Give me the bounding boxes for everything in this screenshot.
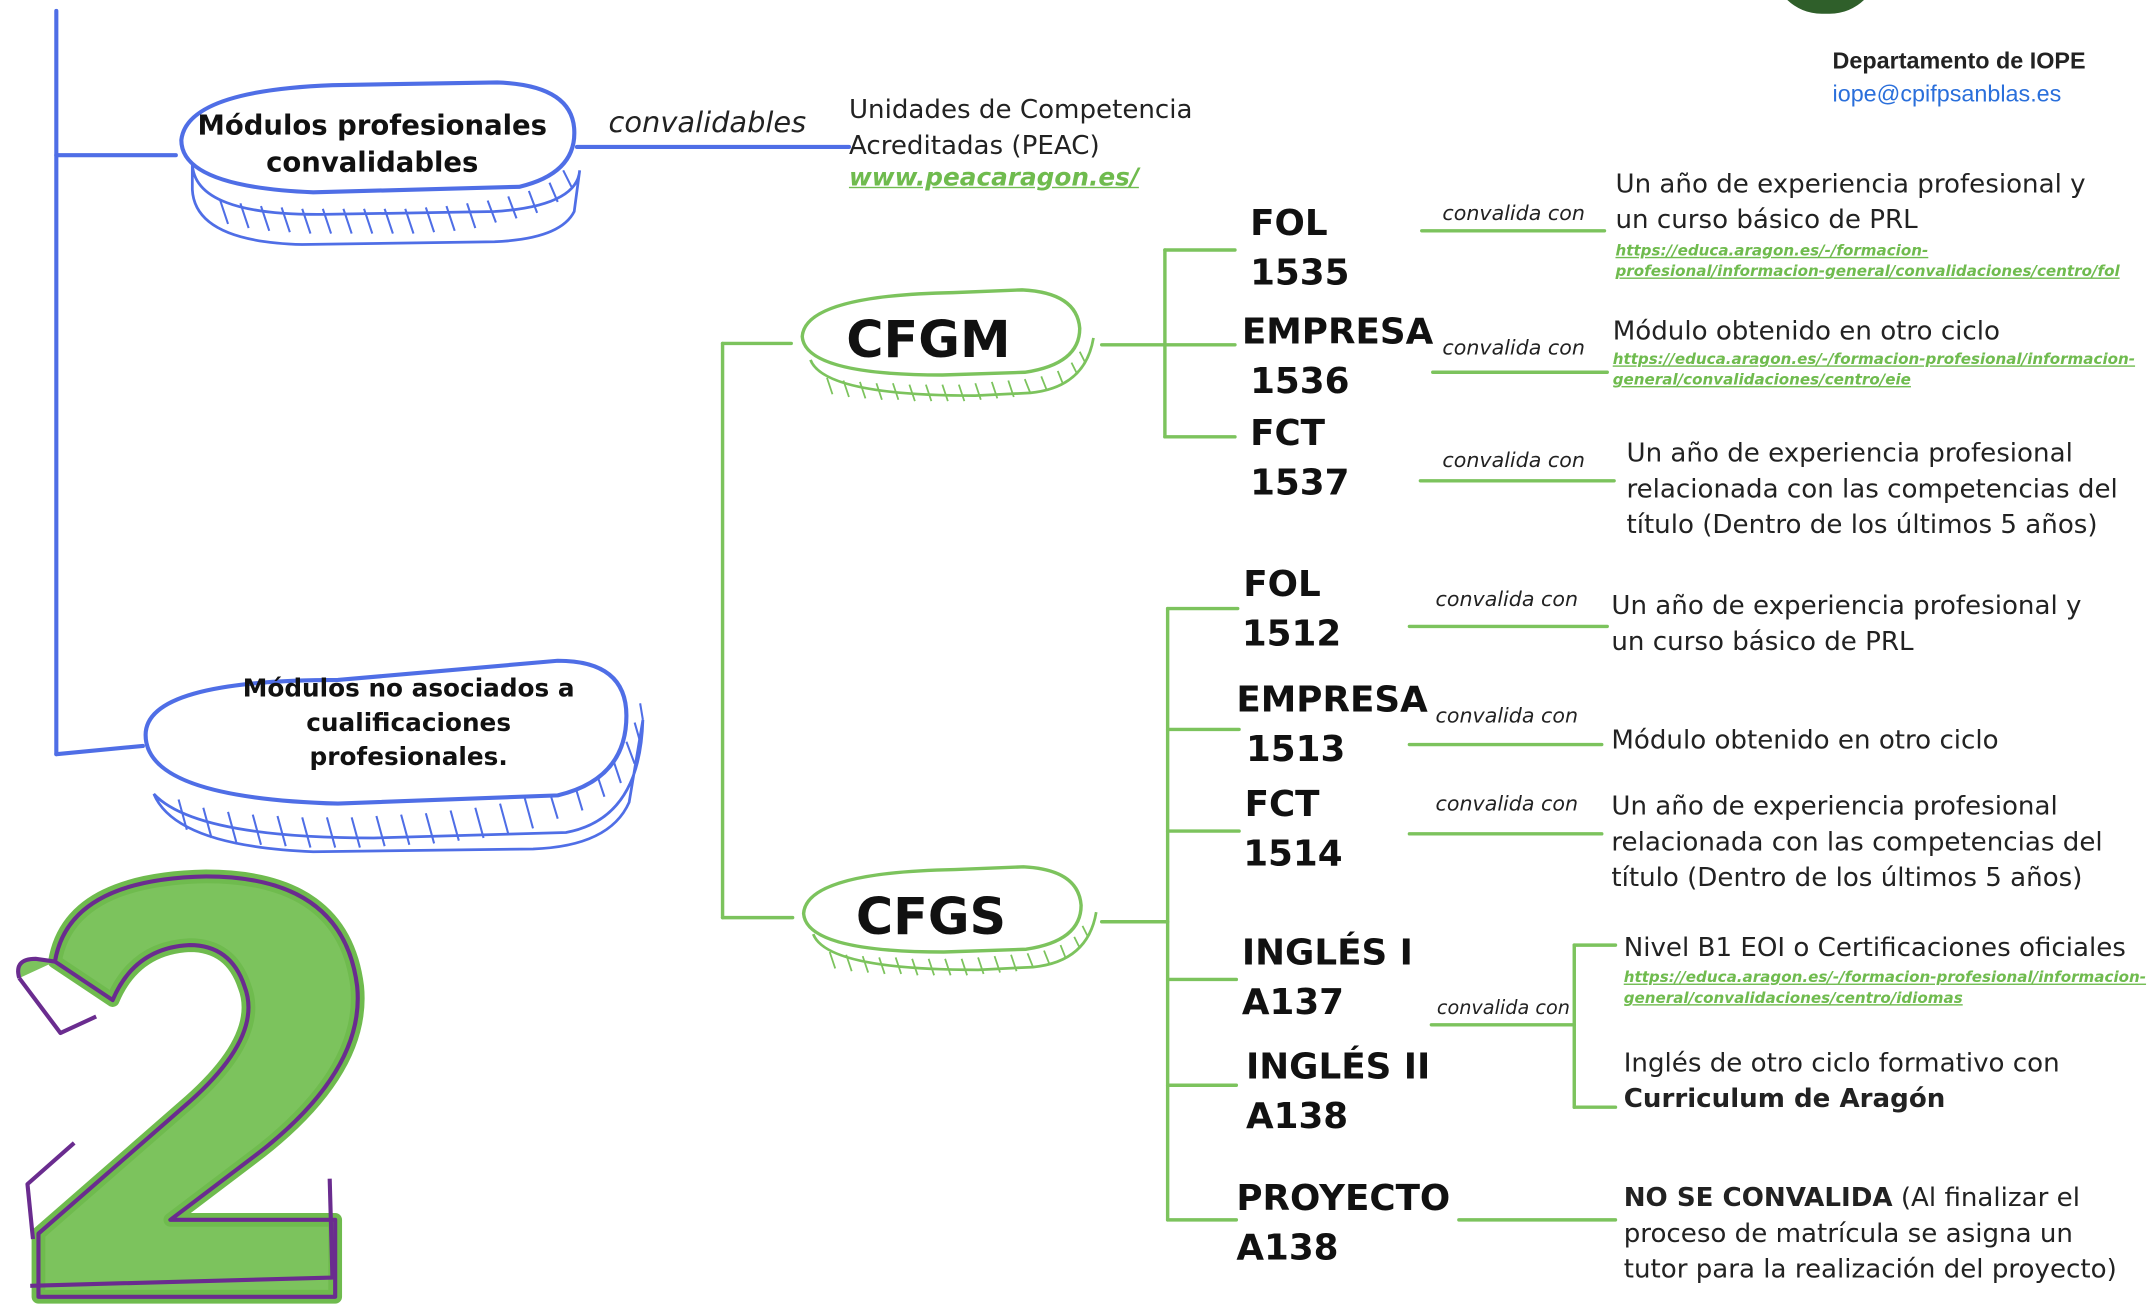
cfgm-fct-name: FCT [1250, 413, 1326, 455]
pill-convalidables: Módulos profesionales convalidables [185, 107, 559, 181]
cfgm-empresa-url-1[interactable]: https://educa.aragon.es/-/formacion-prof… [1612, 350, 2136, 369]
cfgs-empresa-label: convalida con [1435, 703, 1579, 729]
cfgs-fol-label: convalida con [1435, 586, 1579, 612]
cfgm-empresa-label: convalida con [1442, 335, 1585, 360]
cfgs-proyecto-desc-3: tutor para la realización del proyecto) [1623, 1254, 2117, 1285]
cfgm-fct-code: 1537 [1250, 462, 1350, 505]
peac-line-2: Acreditadas (PEAC) [848, 130, 1100, 161]
cfgm-empresa-name: EMPRESA [1241, 311, 1434, 354]
cfgs-ingles-option-2-line-1: Inglés de otro ciclo formativo con [1623, 1048, 2060, 1079]
pill-no-asociados-shape [143, 658, 645, 854]
pill-no-asociados-line-2: cualificaciones [306, 708, 512, 738]
cfgm-fol-url-2[interactable]: profesional/informacion-general/convalid… [1615, 262, 2120, 281]
peac-link[interactable]: www.peacaragon.es/ [848, 163, 1139, 193]
cfgm-fct-desc-2: relacionada con las competencias del [1626, 473, 2118, 505]
cfgm-fol-desc-2: un curso básico de PRL [1615, 204, 1918, 235]
cfgs-fol-desc-1: Un año de experiencia profesional y [1611, 590, 2082, 621]
cfgm-fol-label: convalida con [1442, 200, 1585, 226]
pill-convalidables-shape [179, 80, 582, 246]
pill-convalidables-label: Módulos profesionales convalidables [197, 108, 548, 179]
cfgs-empresa-desc: Módulo obtenido en otro ciclo [1611, 725, 1999, 756]
pill-cfgs-shape [801, 865, 1098, 976]
big-two-shape [16, 869, 365, 1304]
department-name: Departamento de IOPE [1832, 48, 2086, 75]
cfgs-fct-name: FCT [1244, 784, 1320, 826]
cfgs-fol-code: 1512 [1241, 614, 1342, 656]
cfgm-empresa-code: 1536 [1250, 361, 1350, 403]
cfgs-ingles-url-1[interactable]: https://educa.aragon.es/-/formacion-prof… [1623, 968, 2147, 987]
cfgs-fol-desc-2: un curso básico de PRL [1611, 626, 1914, 657]
cfgs-fol-name: FOL [1243, 564, 1321, 606]
cfgm-fct-desc-3: título (Dentro de los últimos 5 años) [1626, 509, 2098, 540]
proyecto-desc-rest: (Al finalizar el [1892, 1182, 2080, 1213]
cfgs-ingles-option-1: Nivel B1 EOI o Certificaciones oficiales [1623, 932, 2126, 963]
cfgm-fol-name: FOL [1250, 203, 1328, 245]
peac-line-1: Unidades de Competencia [848, 94, 1193, 126]
no-se-convalida-text: NO SE CONVALIDA [1623, 1182, 1893, 1213]
cfgm-empresa-desc: Módulo obtenido en otro ciclo [1612, 315, 2000, 347]
cfgm-fct-desc-1: Un año de experiencia profesional [1626, 438, 2073, 469]
pill-no-asociados: Módulos no asociados a cualificaciones p… [227, 672, 591, 775]
cfgs-empresa-name: EMPRESA [1236, 679, 1428, 722]
cfgs-empresa-code: 1513 [1245, 729, 1346, 771]
cfgs-ingles2-code: A138 [1245, 1096, 1349, 1138]
cfgs-ingles-label: convalida con [1436, 997, 1570, 1020]
cfgs-proyecto-desc-2: proceso de matrícula se asigna un [1623, 1218, 2073, 1249]
pill-no-asociados-line-3: profesionales. [309, 743, 508, 773]
cfgm-fol-desc-1: Un año de experiencia profesional y [1615, 168, 2086, 200]
cfgm-fct-label: convalida con [1442, 447, 1585, 473]
cfgs-title: CFGS [855, 887, 1007, 947]
cfgm-fol-code: 1535 [1250, 252, 1350, 294]
pill-no-asociados-line-1: Módulos no asociados a [242, 674, 575, 704]
label-convalidables: convalidables [608, 105, 807, 139]
department-email[interactable]: iope@cpifpsanblas.es [1832, 81, 2062, 108]
cfgs-fct-desc-1: Un año de experiencia profesional [1611, 791, 2058, 822]
cfgs-proyecto-code: A138 [1236, 1228, 1339, 1270]
cfgs-fct-desc-3: título (Dentro de los últimos 5 años) [1611, 862, 2083, 893]
cfgm-title: CFGM [846, 310, 1011, 370]
cfgs-ingles-option-2-line-2: Curriculum de Aragón [1623, 1083, 1946, 1115]
pill-cfgm-shape [800, 288, 1095, 402]
cfgs-fct-desc-2: relacionada con las competencias del [1611, 826, 2103, 858]
cfgm-empresa-url-2[interactable]: general/convalidaciones/centro/eie [1612, 370, 1911, 389]
cfgs-fct-label: convalida con [1435, 791, 1579, 816]
cfgs-proyecto-desc-1: NO SE CONVALIDA (Al finalizar el [1624, 1180, 2080, 1216]
cfgs-ingles1-code: A137 [1241, 982, 1345, 1024]
cfgs-ingles1-name: INGLÉS I [1241, 932, 1413, 974]
cfgs-ingles2-name: INGLÉS II [1245, 1046, 1431, 1088]
cfgs-fct-code: 1514 [1243, 833, 1343, 876]
cfgm-fol-url-1[interactable]: https://educa.aragon.es/-/formacion- [1615, 241, 1929, 260]
cfgs-ingles-url-2[interactable]: general/convalidaciones/centro/idiomas [1623, 989, 1963, 1007]
cfgs-proyecto-name: PROYECTO [1236, 1178, 1451, 1220]
